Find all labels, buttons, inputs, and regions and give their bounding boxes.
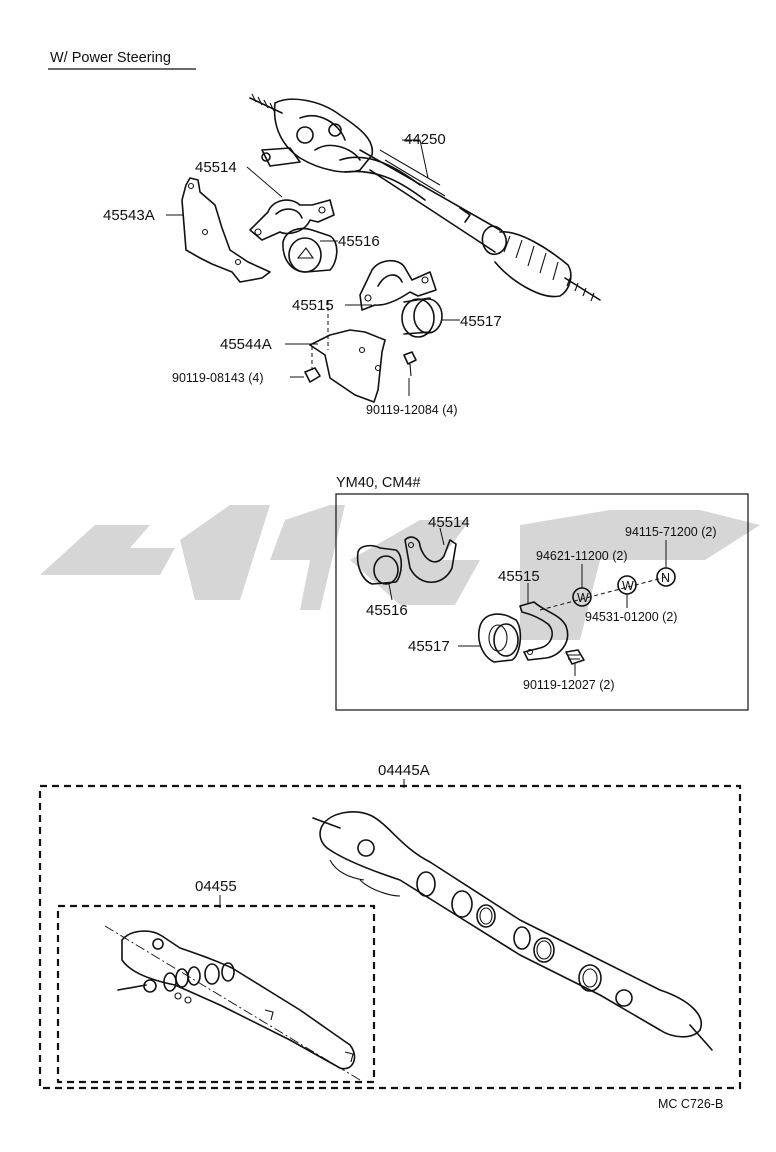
variant-bushing-45516 [356,544,403,585]
v-callout-45517: 45517 [408,638,450,655]
callout-45514: 45514 [195,159,237,176]
variant-bracket-45515 [519,601,569,661]
svg-text:W: W [622,579,634,593]
variant-box [335,493,749,711]
bolt-90119-08143 [304,346,321,383]
svg-text:N: N [661,571,670,585]
kit-box-04455 [56,904,376,1084]
v-leader-45514 [439,527,445,546]
footer-code: MC C726-B [658,1097,723,1111]
callout-45516: 45516 [338,233,380,250]
v-callout-94531: 94531-01200 (2) [585,610,677,624]
cover-plate-45544A [309,300,386,403]
steering-rack-44250 [249,93,601,302]
v-callout-94115: 94115-71200 (2) [625,525,717,539]
bolt-90119-12084 [403,351,417,377]
callout-44250: 44250 [404,131,446,148]
bracket-45514 [249,199,335,241]
callout-45515: 45515 [292,297,334,314]
washer-94531: W [617,575,637,595]
v-callout-45516: 45516 [366,602,408,619]
variant-bracket-45514 [404,536,457,583]
nut-94115: N [656,567,676,587]
bushing-45517 [401,297,443,338]
v-callout-45515: 45515 [498,568,540,585]
cover-plate-45543A [181,177,271,283]
callout-45517: 45517 [460,313,502,330]
fastener-axis [539,576,667,611]
v-callout-90119-12027: 90119-12027 (2) [523,678,615,692]
bolt-90119-12027 [565,649,585,665]
kit-callout-04445A: 04445A [378,762,430,779]
seal-kit [104,925,361,1081]
kit-callout-04455: 04455 [195,878,237,895]
v-callout-45514: 45514 [428,514,470,531]
callout-45544A: 45544A [220,336,272,353]
callout-90119-12084: 90119-12084 (4) [366,403,458,417]
v-leader-45516 [388,583,393,601]
kit-box-04445A [38,784,742,1090]
gear-housing-kit [312,811,713,1051]
callout-90119-08143: 90119-08143 (4) [172,371,264,385]
section-title: W/ Power Steering [50,50,171,66]
variant-bushing-45517 [478,613,522,663]
watermark-logo [40,505,760,640]
leader-44250b [419,139,429,179]
variant-label: YM40, CM4# [336,475,421,491]
bracket-45515 [359,259,437,311]
v-callout-94621: 94621-11200 (2) [536,549,628,563]
bushing-45516 [282,227,338,273]
callout-45543A: 45543A [103,207,155,224]
svg-text:W: W [577,591,589,605]
leader-45514 [246,166,283,198]
